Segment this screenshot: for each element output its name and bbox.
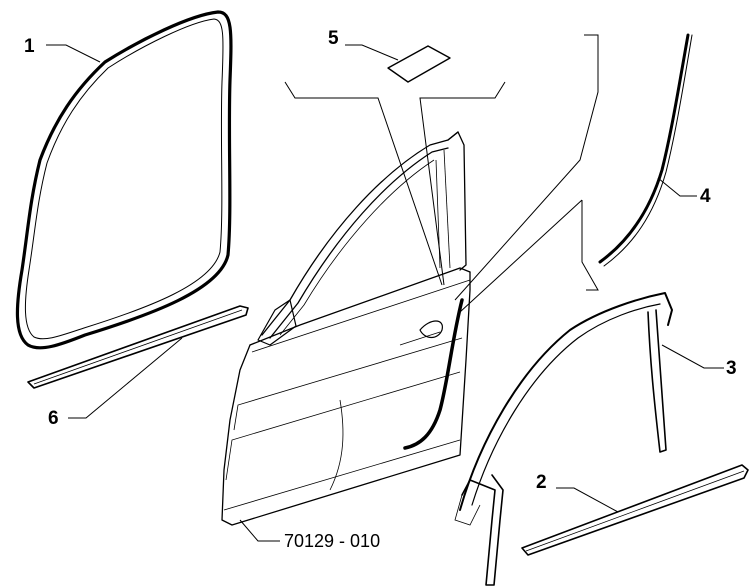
callout-3: 3 xyxy=(726,358,737,379)
leader-lines xyxy=(46,44,724,542)
callout-6: 6 xyxy=(48,408,59,429)
bracket-lines xyxy=(284,34,599,313)
reference-code: 70129 - 010 xyxy=(284,531,380,551)
callout-2: 2 xyxy=(536,472,547,493)
callout-4: 4 xyxy=(700,186,711,207)
part-5-label-pad xyxy=(387,45,451,83)
part-2-trim-strip xyxy=(521,464,749,556)
part-3-frame-seal xyxy=(454,292,673,586)
callout-5: 5 xyxy=(328,28,339,49)
part-6-trim-strip xyxy=(27,305,249,389)
door-assembly xyxy=(221,131,471,526)
callout-1: 1 xyxy=(24,36,35,57)
part-1-door-seal xyxy=(15,10,233,350)
part-4-window-channel xyxy=(598,33,693,267)
